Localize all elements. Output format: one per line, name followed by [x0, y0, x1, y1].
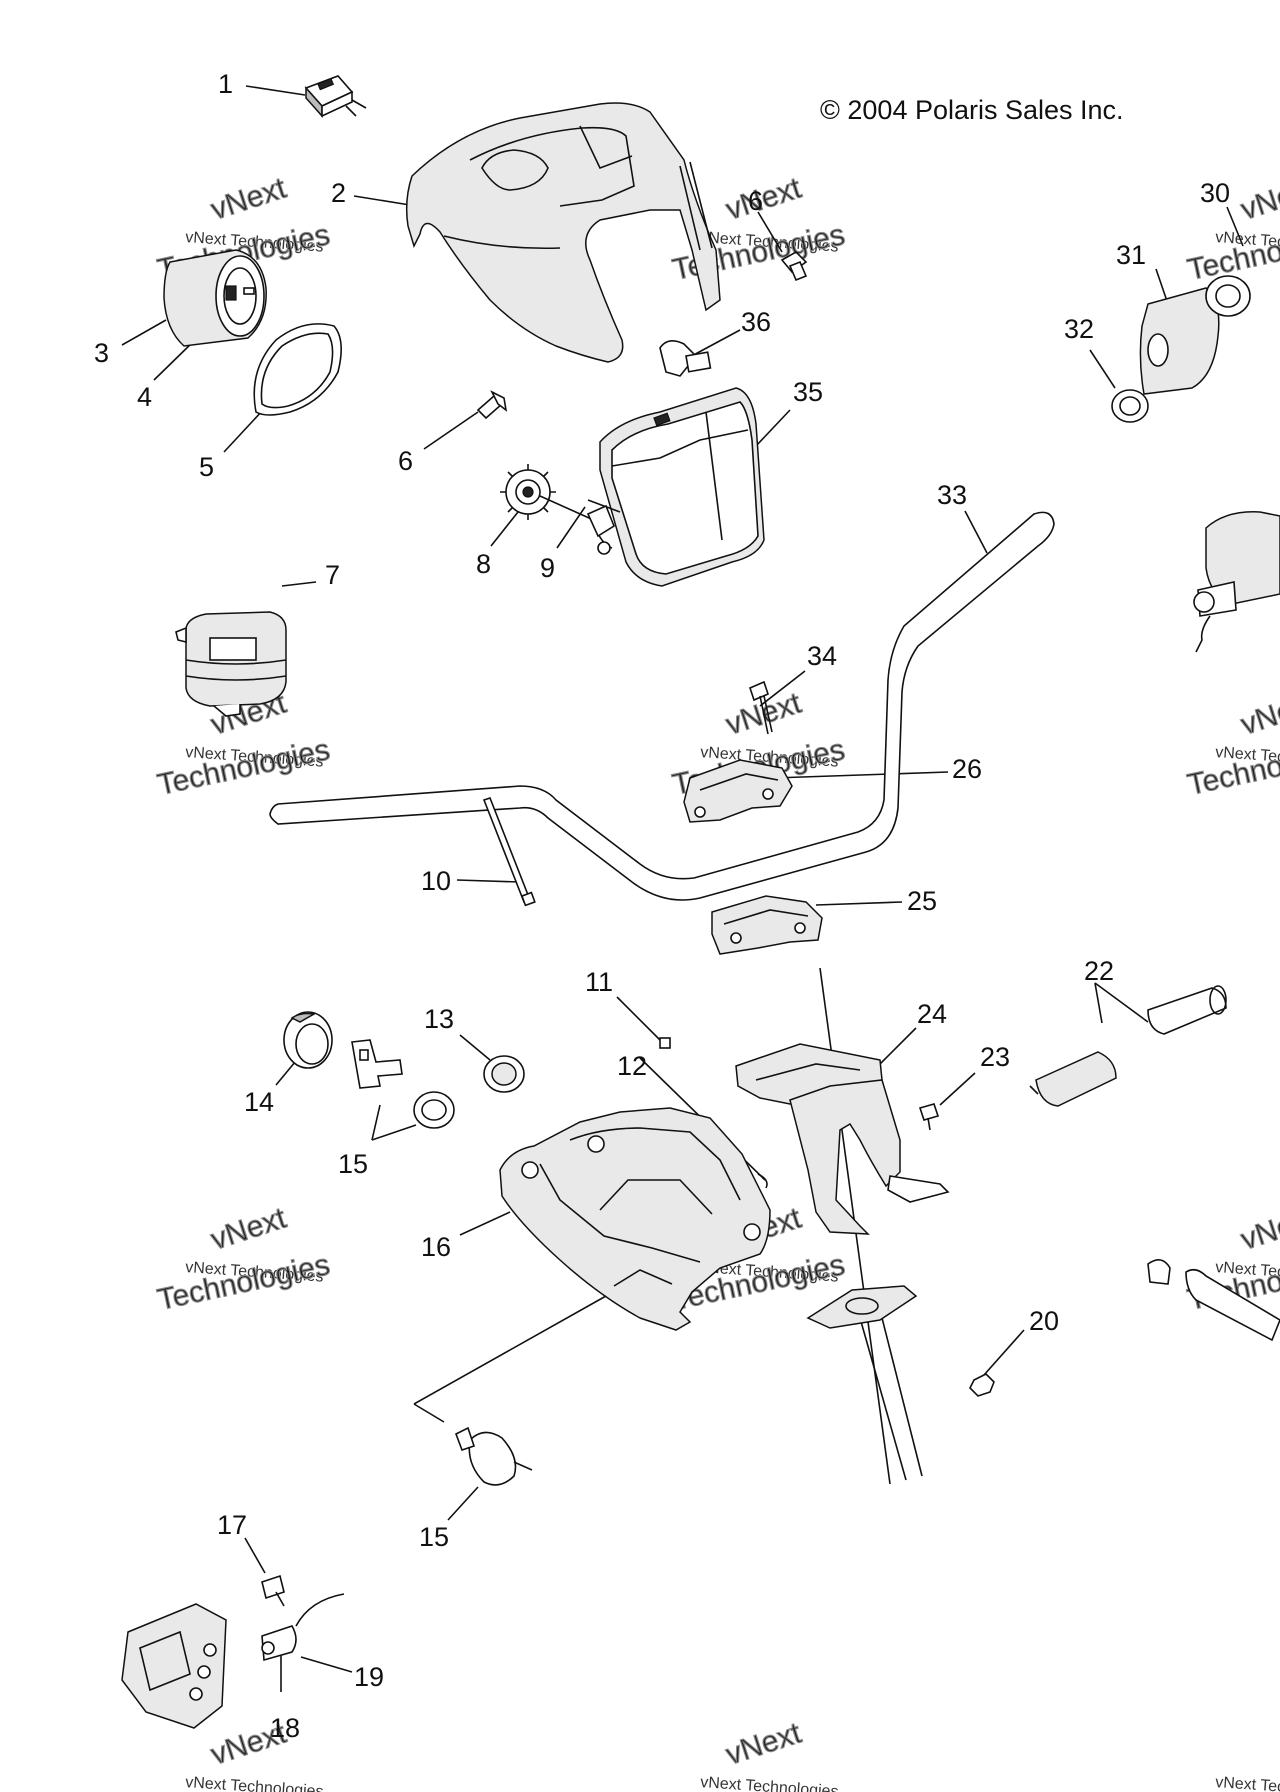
callout-label: 6 — [748, 186, 763, 216]
part-knob-icon — [283, 1011, 333, 1069]
part-bushing-icon — [1111, 389, 1149, 423]
callout-label: 31 — [1116, 240, 1146, 270]
callout-label: 14 — [244, 1087, 274, 1117]
watermark: vNext Technologies — [1215, 1774, 1280, 1792]
part-master-cylinder-icon — [1193, 511, 1280, 653]
watermark-text: vNext Technologies — [185, 1774, 324, 1792]
callout-label: 22 — [1084, 956, 1114, 986]
callout-label: 24 — [917, 999, 947, 1029]
part-screw-icon — [918, 1103, 940, 1131]
watermark: vNext vNext Technologies Technologies — [1184, 686, 1280, 803]
watermark-text: vNext Technologies — [1215, 1774, 1280, 1792]
watermark-text: vNext — [722, 171, 806, 226]
copyright-notice: © 2004 Polaris Sales Inc. — [820, 95, 1124, 125]
callout-label: 30 — [1200, 178, 1230, 208]
part-screw-icon — [476, 390, 508, 420]
leader-line — [413, 1295, 607, 1405]
part-bezel-icon — [413, 1091, 455, 1129]
callout-label: 23 — [980, 1042, 1010, 1072]
callout-label: 5 — [199, 452, 214, 482]
callout-label: 15 — [338, 1149, 368, 1179]
part-sensor-icon — [261, 1593, 345, 1662]
part-clip-icon — [659, 1037, 671, 1049]
callout-label: 25 — [907, 886, 937, 916]
callout-label: 35 — [793, 377, 823, 407]
part-column-plate-icon — [806, 1285, 918, 1329]
leader-line — [413, 1403, 445, 1423]
callout-label: 7 — [325, 560, 340, 590]
part-adjuster-rod-icon — [539, 495, 615, 555]
part-caliper-icon — [121, 1603, 227, 1729]
part-indicator-cluster-icon — [175, 611, 287, 717]
watermark: vNext vNext Technologies — [185, 1716, 324, 1792]
part-cable-strap-icon — [482, 797, 536, 907]
watermark: vNext vNext Technologies Technologies — [154, 1201, 333, 1318]
watermark-text: vNext — [1237, 686, 1280, 741]
part-switch-body-icon — [1147, 1259, 1280, 1342]
watermark-text: vNext — [1237, 171, 1280, 226]
part-key-switch-icon — [454, 1426, 533, 1486]
part-handlebar-icon — [269, 511, 1055, 901]
callout-label: 36 — [741, 307, 771, 337]
part-upper-cover-icon — [405, 102, 721, 363]
part-screw-icon — [780, 251, 808, 282]
watermark-text: Technologies — [155, 733, 333, 802]
watermark-text: Technologies — [155, 1248, 333, 1317]
part-grip-icon — [1029, 985, 1227, 1107]
part-grommet-icon — [483, 1055, 525, 1093]
part-lower-clamp-icon — [711, 895, 823, 955]
callout-label: 26 — [952, 754, 982, 784]
part-lower-pod-icon — [499, 1107, 771, 1331]
callout-label: 3 — [94, 338, 109, 368]
part-key-icon — [351, 1039, 403, 1089]
callout-label: 16 — [421, 1232, 451, 1262]
watermark-text: vNext Technologies — [700, 1774, 839, 1792]
part-wire-icon — [757, 1173, 768, 1189]
part-washer-icon — [1205, 275, 1251, 317]
watermark-text: vNext — [722, 1716, 806, 1771]
part-bracket-icon — [735, 1043, 950, 1235]
part-bolt-icon — [749, 680, 773, 735]
callout-labels: 1 2 3 4 5 6 6 7 8 9 10 11 12 13 14 15 15… — [94, 69, 1230, 1743]
part-gasket-ring-icon — [253, 323, 342, 416]
callout-label: 4 — [137, 382, 152, 412]
callout-label: 20 — [1029, 1306, 1059, 1336]
watermark: vNext vNext Technologies Technologies — [1184, 171, 1280, 288]
callout-label: 1 — [218, 69, 233, 99]
watermark-text: Technologies — [1185, 733, 1280, 802]
callout-label: 34 — [807, 641, 837, 671]
part-indicator-housing-icon — [163, 249, 267, 347]
part-upper-clamp-icon — [683, 759, 793, 823]
part-bulb-icon — [659, 340, 712, 377]
callout-label: 13 — [424, 1004, 454, 1034]
watermark-text: vNext — [207, 171, 291, 226]
callout-label: 12 — [617, 1051, 647, 1081]
watermark: vNext vNext Technologies — [700, 1716, 839, 1792]
callout-label: 8 — [476, 549, 491, 579]
callout-label: 15 — [419, 1522, 449, 1552]
part-boot-icon — [1139, 287, 1220, 395]
part-adjuster-gear-icon — [500, 464, 556, 520]
callout-label: 11 — [585, 967, 613, 997]
part-nut-icon — [969, 1373, 995, 1397]
callout-label: 19 — [354, 1662, 384, 1692]
watermark-text: vNext — [1237, 1201, 1280, 1256]
callout-label: 18 — [270, 1713, 300, 1743]
watermark-text: vNext — [207, 1201, 291, 1256]
callout-label: 2 — [331, 178, 346, 208]
callout-label: 6 — [398, 446, 413, 476]
part-switch-icon — [304, 75, 367, 118]
part-bolt-icon — [261, 1574, 285, 1607]
part-headlight-icon — [587, 387, 765, 587]
callout-label: 33 — [937, 480, 967, 510]
callout-label: 10 — [421, 866, 451, 896]
callout-label: 9 — [540, 553, 555, 583]
callout-label: 17 — [217, 1510, 247, 1540]
callout-label: 32 — [1064, 314, 1094, 344]
